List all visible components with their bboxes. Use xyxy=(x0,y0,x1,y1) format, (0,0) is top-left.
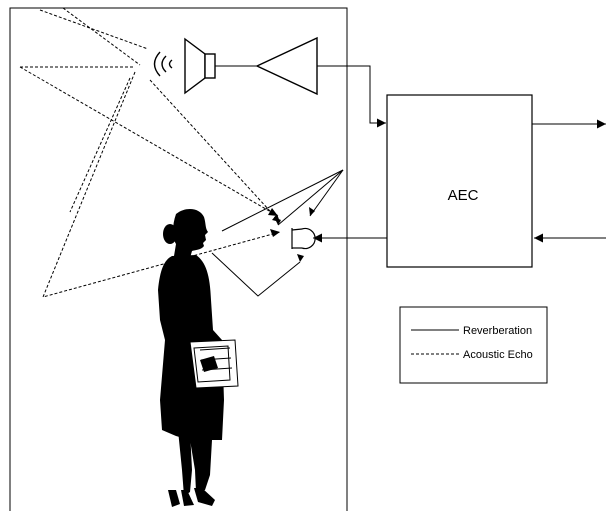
reverberation-paths xyxy=(211,169,344,297)
sound-waves-icon xyxy=(153,51,173,77)
legend-reverberation-label: Reverberation xyxy=(463,325,532,337)
hand-shape xyxy=(200,356,218,372)
aec-block xyxy=(386,94,533,268)
amplifier-triangle-icon xyxy=(255,36,318,96)
loudspeaker-icon xyxy=(184,37,216,95)
room-boundary xyxy=(9,7,348,511)
far-end-to-aec-line xyxy=(317,65,386,128)
person-silhouette-icon xyxy=(158,208,224,507)
acoustic-echo-paths xyxy=(19,7,281,298)
legend-box xyxy=(399,306,548,384)
microphone-icon xyxy=(291,227,316,250)
legend: Reverberation Acoustic Echo xyxy=(399,306,548,384)
aec-label: AEC xyxy=(448,187,479,204)
legend-acoustic-echo-label: Acoustic Echo xyxy=(463,349,533,361)
path-arrowheads xyxy=(268,207,315,262)
